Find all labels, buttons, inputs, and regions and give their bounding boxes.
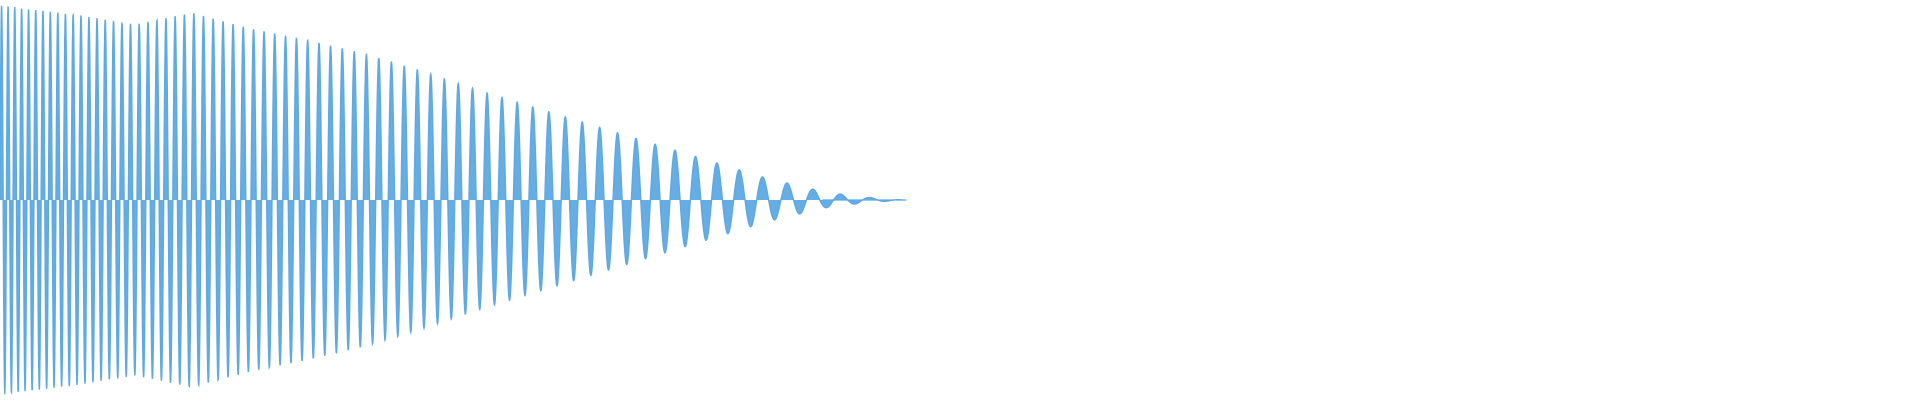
waveform-line bbox=[0, 5, 903, 395]
waveform-series bbox=[0, 5, 907, 395]
